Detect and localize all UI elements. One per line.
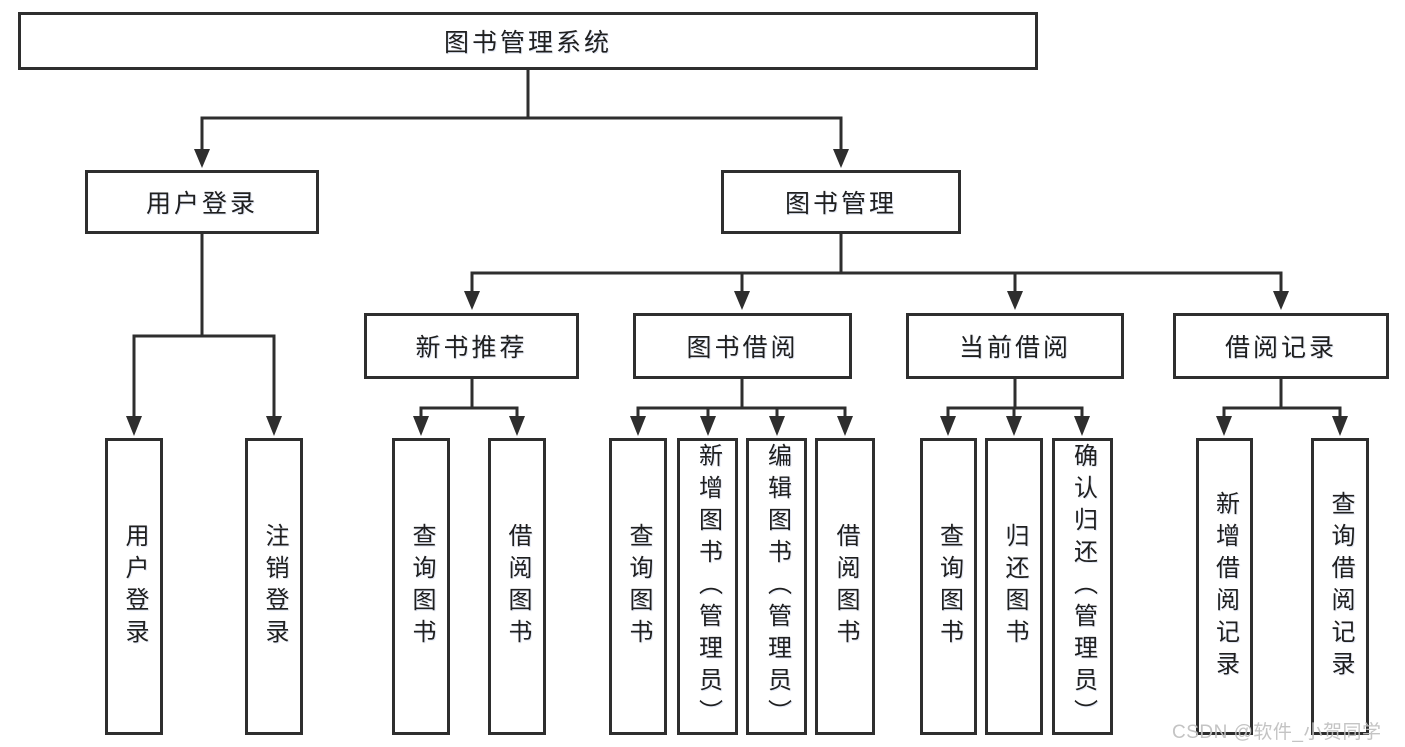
leaf-borrow-book-label: 借阅图书 bbox=[832, 522, 859, 651]
connector-user-login-split bbox=[126, 232, 282, 436]
node-user-login: 用户登录 bbox=[85, 170, 319, 234]
node-borrow-record: 借阅记录 bbox=[1173, 313, 1389, 379]
leaf-recommend-borrow-book: 借阅图书 bbox=[488, 438, 546, 735]
node-root-label: 图书管理系统 bbox=[443, 29, 612, 57]
leaf-recommend-query-book-label: 查询图书 bbox=[408, 522, 435, 651]
leaf-confirm-return-admin-label: 确认归还（管理员） bbox=[1069, 442, 1097, 731]
node-borrow-record-label: 借阅记录 bbox=[1224, 334, 1337, 362]
leaf-recommend-query-book: 查询图书 bbox=[392, 438, 450, 735]
connector-book-borrow-split bbox=[630, 377, 853, 436]
leaf-borrow-query-book: 查询图书 bbox=[609, 438, 667, 735]
leaf-return-book-label: 归还图书 bbox=[1001, 522, 1028, 651]
connector-borrow-record-split bbox=[1216, 377, 1348, 436]
leaf-borrow-book: 借阅图书 bbox=[815, 438, 875, 735]
node-new-book-recommend-label: 新书推荐 bbox=[415, 334, 528, 362]
leaf-logout: 注销登录 bbox=[245, 438, 303, 735]
node-book-borrow: 图书借阅 bbox=[633, 313, 852, 379]
node-book-borrow-label: 图书借阅 bbox=[686, 334, 799, 362]
leaf-add-book-admin: 新增图书（管理员） bbox=[677, 438, 738, 735]
leaf-query-borrow-record-label: 查询借阅记录 bbox=[1327, 490, 1354, 683]
leaf-add-borrow-record: 新增借阅记录 bbox=[1196, 438, 1253, 735]
leaf-user-login-label: 用户登录 bbox=[121, 522, 148, 651]
leaf-recommend-borrow-book-label: 借阅图书 bbox=[504, 522, 531, 651]
leaf-current-query-book-label: 查询图书 bbox=[935, 522, 963, 651]
node-current-borrow: 当前借阅 bbox=[906, 313, 1124, 379]
node-new-book-recommend: 新书推荐 bbox=[364, 313, 579, 379]
node-current-borrow-label: 当前借阅 bbox=[958, 334, 1071, 362]
leaf-borrow-query-book-label: 查询图书 bbox=[625, 522, 652, 651]
leaf-logout-label: 注销登录 bbox=[261, 522, 288, 651]
leaf-user-login: 用户登录 bbox=[105, 438, 163, 735]
leaf-add-book-admin-label: 新增图书（管理员） bbox=[694, 442, 722, 731]
watermark-text: CSDN @软件_小贺同学 bbox=[1172, 722, 1382, 743]
leaf-query-borrow-record: 查询借阅记录 bbox=[1311, 438, 1369, 735]
connector-current-borrow-split bbox=[940, 377, 1090, 436]
connector-new-book-split bbox=[413, 377, 525, 436]
node-book-mgmt-label: 图书管理 bbox=[784, 190, 897, 218]
leaf-confirm-return-admin: 确认归还（管理员） bbox=[1052, 438, 1113, 735]
leaf-return-book: 归还图书 bbox=[985, 438, 1043, 735]
node-root: 图书管理系统 bbox=[18, 12, 1038, 70]
leaf-edit-book-admin-label: 编辑图书（管理员） bbox=[763, 442, 791, 731]
leaf-add-borrow-record-label: 新增借阅记录 bbox=[1211, 490, 1239, 683]
connector-book-mgmt-split bbox=[464, 232, 1289, 310]
node-book-mgmt: 图书管理 bbox=[721, 170, 961, 234]
leaf-current-query-book: 查询图书 bbox=[920, 438, 977, 735]
connector-root-split bbox=[194, 68, 849, 168]
node-user-login-label: 用户登录 bbox=[145, 190, 258, 218]
leaf-edit-book-admin: 编辑图书（管理员） bbox=[746, 438, 807, 735]
